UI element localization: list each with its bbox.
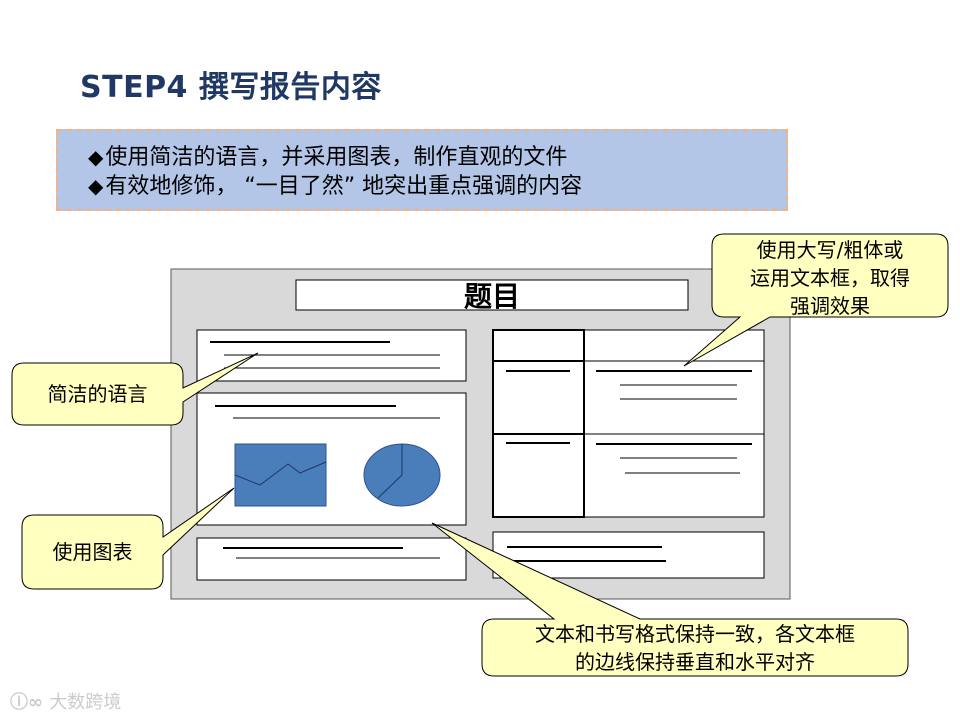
key-points-box: ◆使用简洁的语言，并采用图表，制作直观的文件 ◆有效地修饰， “一目了然” 地突…: [56, 129, 788, 211]
diamond-bullet-icon: ◆: [88, 174, 104, 198]
callout-charts-bubble: [21, 487, 235, 590]
report-title-text: 题目: [464, 280, 520, 313]
diamond-bullet-icon: ◆: [88, 145, 104, 169]
line-chart-icon: [234, 443, 327, 507]
callout-concise-bubble: [11, 352, 259, 426]
bullet-text-2: 有效地修饰， “一目了然” 地突出重点强调的内容: [105, 174, 583, 199]
callout-emphasis-bubble: [683, 233, 949, 367]
watermark-icon: ⓘ∞: [10, 692, 50, 713]
watermark-logo: ⓘ∞ 大数跨境: [10, 688, 121, 714]
watermark-text: 大数跨境: [49, 692, 122, 713]
table-box: [492, 329, 765, 518]
callout-concise-text: 简洁的语言: [47, 382, 148, 406]
bullet-text-1: 使用简洁的语言，并采用图表，制作直观的文件: [105, 145, 568, 170]
pie-chart-icon: [363, 443, 441, 507]
callout-alignment-bubble: [431, 522, 909, 677]
callout-alignment-line-1: 文本和书写格式保持一致，各文本框: [535, 622, 855, 646]
text-box-top-left: [196, 329, 467, 382]
text-box-bottom-right: [492, 531, 765, 579]
slide-title: STEP4 撰写报告内容: [80, 70, 382, 105]
bullet-point-2: ◆有效地修饰， “一目了然” 地突出重点强调的内容: [88, 172, 582, 201]
bullet-point-1: ◆使用简洁的语言，并采用图表，制作直观的文件: [88, 143, 567, 172]
callout-emphasis-line-2: 运用文本框，取得: [750, 266, 910, 290]
callout-alignment-line-2: 的边线保持垂直和水平对齐: [575, 650, 815, 674]
callout-emphasis-line-3: 强调效果: [790, 294, 870, 318]
text-box-bottom-left: [196, 537, 467, 581]
callout-alignment-text: 文本和书写格式保持一致，各文本框 的边线保持垂直和水平对齐: [482, 620, 908, 676]
callout-emphasis-text: 使用大写/粗体或 运用文本框，取得 强调效果: [712, 236, 948, 320]
callout-charts-text: 使用图表: [52, 540, 133, 564]
report-title-box: [295, 279, 689, 311]
callout-emphasis-line-1: 使用大写/粗体或: [756, 238, 904, 262]
